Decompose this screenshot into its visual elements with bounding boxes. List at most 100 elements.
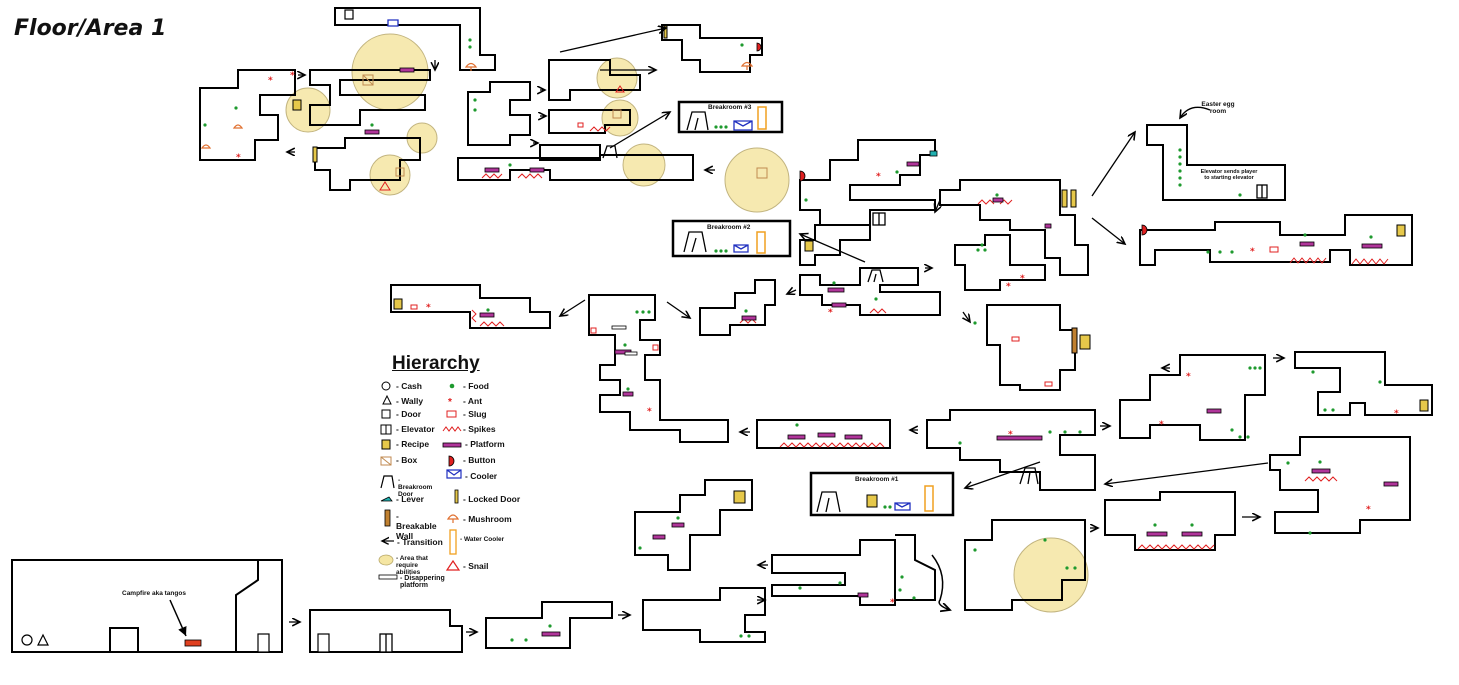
room: [799, 139, 936, 226]
slug-icon: [446, 410, 457, 418]
legend-food-label: - Food: [463, 381, 489, 391]
room: [642, 587, 766, 643]
start-items: [21, 633, 202, 647]
platform: [992, 197, 1004, 203]
platform: [1206, 408, 1222, 414]
ability-area: [724, 147, 790, 213]
room: [939, 179, 1089, 276]
coolers: [387, 19, 911, 511]
breakroom-doors: [602, 111, 1039, 513]
svg-text:*: *: [1394, 409, 1399, 419]
transition-arrows: [287, 28, 1284, 632]
room: [699, 279, 776, 336]
room-start: [11, 559, 283, 653]
platform: [622, 391, 634, 397]
legend-button-label: - Button: [463, 455, 496, 465]
platform: [484, 167, 500, 173]
legend-slug-label: - Slug: [463, 409, 487, 419]
svg-text:*: *: [828, 308, 833, 318]
room: [634, 479, 753, 571]
platform-icon: [442, 442, 462, 448]
wally-icon: [37, 633, 49, 646]
platform: [541, 631, 561, 637]
legend-cooler-label: - Cooler: [465, 471, 498, 481]
legend-mushroom-label: - Mushroom: [463, 514, 512, 524]
spikes-icon: [442, 426, 462, 432]
boxes: [362, 74, 768, 179]
room: [457, 154, 694, 181]
platform: [529, 167, 545, 173]
breakroom-3-label: Breakroom #3: [708, 104, 752, 111]
disappearing-platform-icon: [378, 574, 398, 580]
legend-ability-area-label: - Area that require abilities: [396, 555, 428, 576]
svg-text:*: *: [876, 172, 881, 182]
platform: [479, 312, 495, 318]
platform: [1044, 223, 1052, 229]
food-items: [203, 38, 1382, 642]
room: [548, 109, 631, 134]
locked-door-icon: [454, 489, 459, 504]
svg-text:*: *: [647, 407, 652, 417]
room: [314, 137, 421, 191]
room: [1269, 436, 1411, 534]
room-easter-egg: [1146, 124, 1286, 201]
button-icon: [448, 455, 455, 467]
recipes: [292, 99, 1429, 508]
buttons: [756, 42, 1148, 236]
legend-icons: *: [378, 381, 462, 580]
legend-door-label: - Door: [396, 409, 422, 419]
platform: [787, 434, 806, 440]
platform: [741, 315, 757, 321]
room: [954, 234, 1046, 291]
box-icon: [380, 456, 392, 466]
platform: [906, 161, 920, 167]
room: [199, 69, 296, 161]
svg-text:*: *: [236, 153, 241, 163]
platforms: [364, 67, 1399, 637]
room: [771, 539, 896, 606]
platform: [844, 434, 863, 440]
breakroom-3: [677, 100, 784, 134]
svg-text:*: *: [1006, 282, 1011, 292]
cash-icon: [21, 634, 33, 646]
legend-disappearing-platform-label: - Disappering platform: [400, 575, 445, 589]
water-cooler-icon: [449, 529, 457, 555]
ability-area: [596, 57, 638, 99]
ant-enemies: * * * * * * * * * * * * * * * *: [236, 71, 1399, 608]
svg-text:*: *: [1159, 420, 1164, 430]
page-title: Floor/Area 1: [14, 16, 167, 41]
room: [485, 601, 613, 649]
breakable-walls: [1071, 327, 1078, 354]
room: [309, 609, 463, 653]
legend-title: Hierarchy: [392, 353, 480, 374]
disappearing-platforms: [611, 325, 638, 356]
platform: [827, 287, 845, 293]
breakable-wall-icon: [384, 509, 391, 527]
platform: [1361, 243, 1383, 249]
campfire-label: Campfire aka tangos: [122, 590, 186, 597]
platform: [831, 302, 847, 308]
levers: [929, 150, 938, 157]
svg-text:*: *: [1186, 372, 1191, 382]
ability-area: [351, 33, 429, 111]
legend-breakroom-door-label: - Breakroom Door: [398, 477, 433, 498]
platform: [1146, 531, 1168, 537]
room: [309, 69, 431, 126]
mushrooms: [200, 61, 754, 149]
breakroom-1: [809, 471, 955, 517]
breakroom-1-label: Breakroom #1: [855, 476, 899, 483]
snails: [379, 85, 625, 191]
room: [986, 304, 1076, 391]
legend-snail-label: - Snail: [463, 561, 489, 571]
svg-text:*: *: [1020, 274, 1025, 284]
room: [756, 419, 891, 449]
room: [548, 59, 641, 101]
cooler-icon: [446, 469, 462, 479]
room-outlines: [11, 7, 1433, 653]
room: [799, 224, 871, 266]
doors: [257, 9, 354, 653]
room: [1139, 214, 1413, 266]
ability-area: [285, 87, 331, 133]
svg-text:*: *: [426, 303, 431, 313]
room: [1104, 491, 1236, 551]
